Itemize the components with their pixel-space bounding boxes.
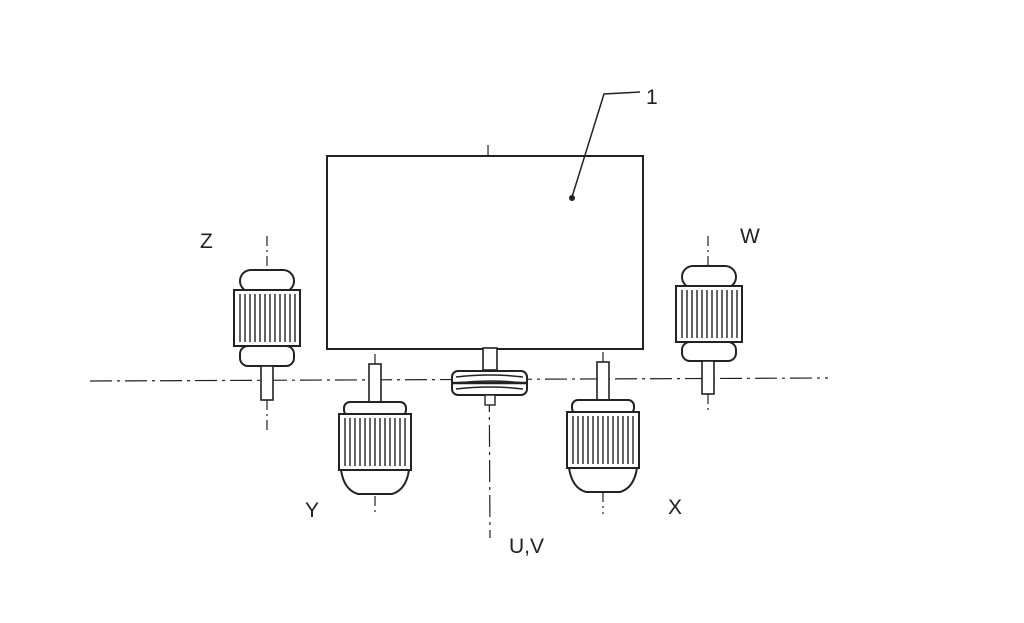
callout-number: 1 (646, 86, 658, 109)
label-z: Z (200, 230, 213, 253)
label-w: W (740, 225, 760, 248)
motor-w (675, 236, 743, 412)
label-y: Y (305, 499, 319, 522)
callout-dot (569, 195, 575, 201)
label-x: X (668, 496, 682, 519)
motor-x (566, 352, 640, 514)
drive-pulley (451, 347, 528, 406)
callout-leader (571, 91, 641, 198)
motor-z (233, 236, 301, 434)
motor-y (338, 354, 412, 516)
housing-box (326, 155, 644, 350)
label-uv: U,V (509, 535, 544, 558)
